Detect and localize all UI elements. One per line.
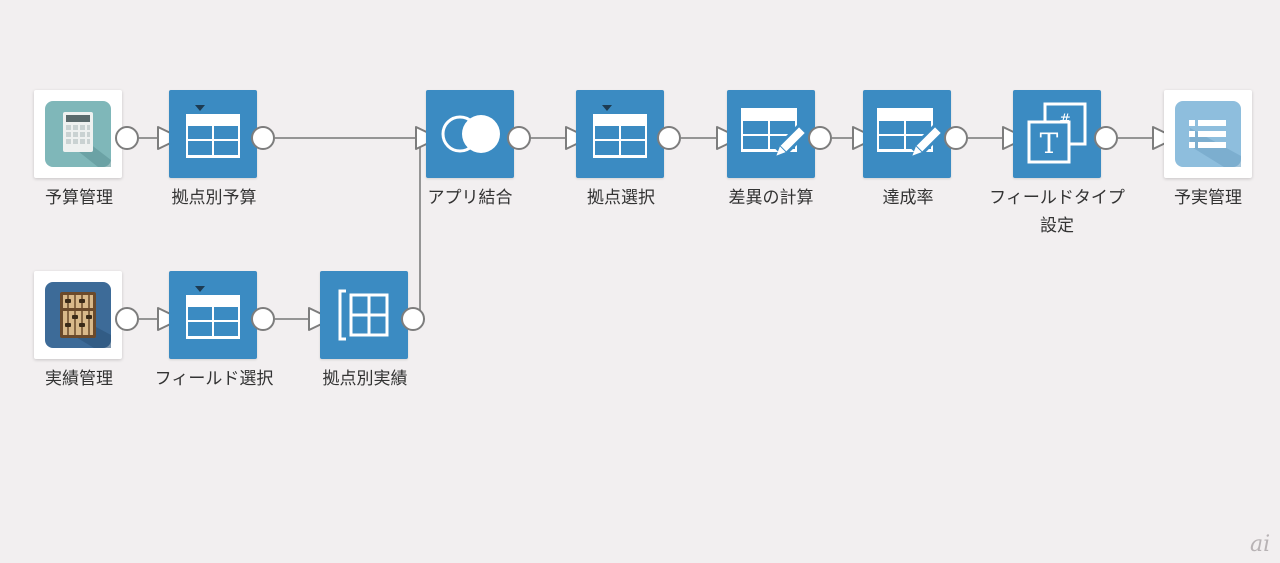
node-kyoten-sentaku[interactable] <box>576 90 664 178</box>
text-type-icon: # T <box>1027 102 1087 164</box>
node-label: 拠点選択 <box>587 188 655 208</box>
watermark-logo: ai <box>1250 532 1271 557</box>
table-filter-icon <box>186 105 240 158</box>
node-yosan-kanri[interactable] <box>34 90 122 178</box>
node-field-sentaku[interactable] <box>169 271 257 359</box>
node-jisseki-kanri[interactable] <box>34 271 122 359</box>
node-label: アプリ結合 <box>427 188 513 208</box>
node-label: 拠点別予算 <box>171 188 257 208</box>
node-sai-keisan[interactable] <box>727 90 815 178</box>
node-kyoten-jisseki[interactable] <box>320 271 408 359</box>
list-app-icon <box>1175 101 1241 167</box>
node-label: 差異の計算 <box>728 188 814 208</box>
node-tasseiritsu[interactable] <box>863 90 951 178</box>
node-label: 拠点別実績 <box>322 369 408 389</box>
node-yojitsu-kanri[interactable] <box>1164 90 1252 178</box>
table-filter-icon <box>593 105 647 158</box>
table-edit-icon <box>741 108 809 158</box>
node-label: 実績管理 <box>45 369 113 389</box>
node-label: 予実管理 <box>1174 188 1242 208</box>
table-filter-icon <box>186 286 240 339</box>
svg-text:#: # <box>1059 112 1071 128</box>
node-label: フィールドタイプ設定 <box>989 188 1125 236</box>
node-label: 達成率 <box>882 188 934 208</box>
node-label: 予算管理 <box>45 188 113 208</box>
join-circles-icon <box>441 115 500 153</box>
node-kyoten-yosan[interactable] <box>169 90 257 178</box>
table-edit-icon <box>877 108 945 158</box>
svg-text:T: T <box>1040 127 1059 160</box>
node-field-type[interactable]: # T <box>1013 90 1101 178</box>
calculator-icon <box>45 101 111 167</box>
node-app-ketsugo[interactable] <box>426 90 514 178</box>
abacus-icon <box>45 282 111 348</box>
group-bracket-icon <box>338 289 389 341</box>
node-label: フィールド選択 <box>154 369 274 389</box>
